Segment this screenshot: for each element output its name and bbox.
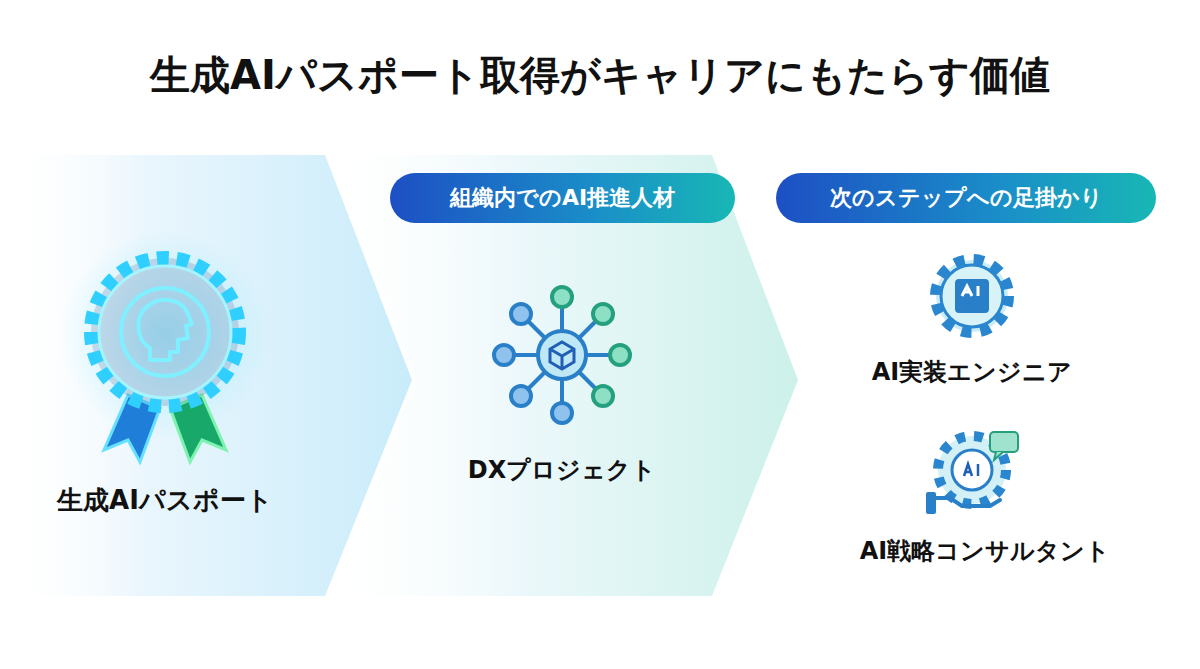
gear-chip-icon [936, 260, 1008, 332]
badge-icon [60, 230, 270, 462]
network-icon [494, 287, 630, 423]
pill-label: 組織内でのAI推進人材 [450, 183, 675, 213]
title: 生成AIパスポート取得がキャリアにもたらす価値 [0, 48, 1200, 103]
chevron-panel: AI実装エンジニア AI戦略コンサルタント 次のステップへの足掛かり [770, 160, 1170, 590]
heading-pill: 組織内でのAI推進人材 [390, 173, 735, 223]
chevron-band [330, 155, 798, 596]
node-label: AI実装エンジニア [872, 356, 1073, 388]
node-label: 生成AIパスポート [57, 483, 273, 518]
heading-pill: 次のステップへの足掛かり [776, 173, 1156, 223]
chevron-panel: 生成AIパスポート [20, 160, 400, 590]
consult-icon [926, 432, 1018, 514]
node-label: DXプロジェクト [468, 454, 656, 486]
chevron-band [0, 155, 412, 596]
node-label: AI戦略コンサルタント [860, 535, 1111, 567]
chevron-panel: DXプロジェクト組織内でのAI推進人材 [380, 160, 750, 590]
pill-label: 次のステップへの足掛かり [830, 183, 1103, 213]
